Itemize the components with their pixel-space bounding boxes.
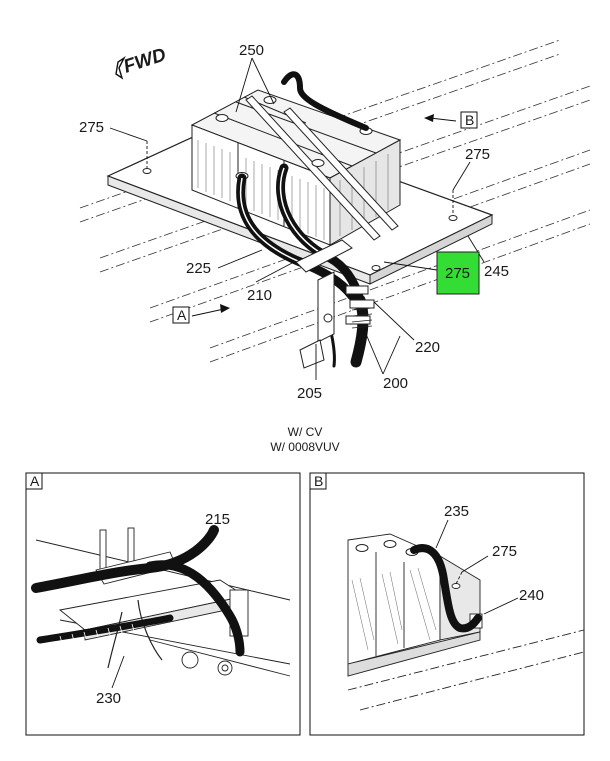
caption-line-1: W/ CV	[288, 425, 323, 439]
fwd-label: FWD	[121, 44, 169, 77]
callout-275-highlight: 275	[445, 265, 470, 282]
callout-275-right: 275	[465, 146, 490, 163]
detail-b-drawing	[347, 533, 585, 711]
callout-210: 210	[247, 287, 272, 304]
detail-b-tag: B	[314, 473, 323, 489]
detail-a-leaders	[111, 527, 211, 689]
callout-250: 250	[239, 42, 264, 59]
callout-275-left: 275	[79, 119, 104, 136]
detail-a-tag: A	[30, 473, 40, 489]
view-a-box	[172, 306, 190, 324]
detail-b-cable	[410, 544, 482, 633]
view-b-box	[460, 111, 478, 129]
callout-240: 240	[519, 587, 544, 604]
callout-230: 230	[96, 690, 121, 707]
forward-direction-marker: FWD	[115, 44, 169, 80]
callout-205: 205	[297, 385, 322, 402]
view-arrows	[191, 114, 457, 317]
callout-275-detail-b: 275	[492, 543, 517, 560]
caption-line-2: W/ 0008VUV	[270, 440, 339, 454]
battery-pack	[190, 89, 402, 246]
detail-b-leaders	[435, 519, 519, 615]
main-view: FWD 250 275 275	[79, 39, 591, 454]
cable-bracket	[295, 239, 375, 369]
callout-245: 245	[484, 263, 509, 280]
callout-235: 235	[444, 503, 469, 520]
detail-a-loom	[59, 623, 135, 644]
highlight-box[interactable]	[436, 251, 480, 295]
hold-down-straps	[245, 95, 399, 241]
view-a-label: A	[177, 307, 187, 323]
callout-225: 225	[186, 260, 211, 277]
view-b-label: B	[465, 112, 474, 128]
callout-200: 200	[383, 375, 408, 392]
callout-215: 215	[205, 511, 230, 528]
callout-220: 220	[415, 339, 440, 356]
detail-a-cables	[31, 525, 245, 657]
leader-lines	[109, 57, 485, 380]
detail-b-hatching	[351, 567, 437, 651]
loom-ribbing	[351, 307, 373, 329]
detail-panel-a: A	[25, 472, 301, 736]
detail-panel-b: B	[309, 472, 585, 736]
